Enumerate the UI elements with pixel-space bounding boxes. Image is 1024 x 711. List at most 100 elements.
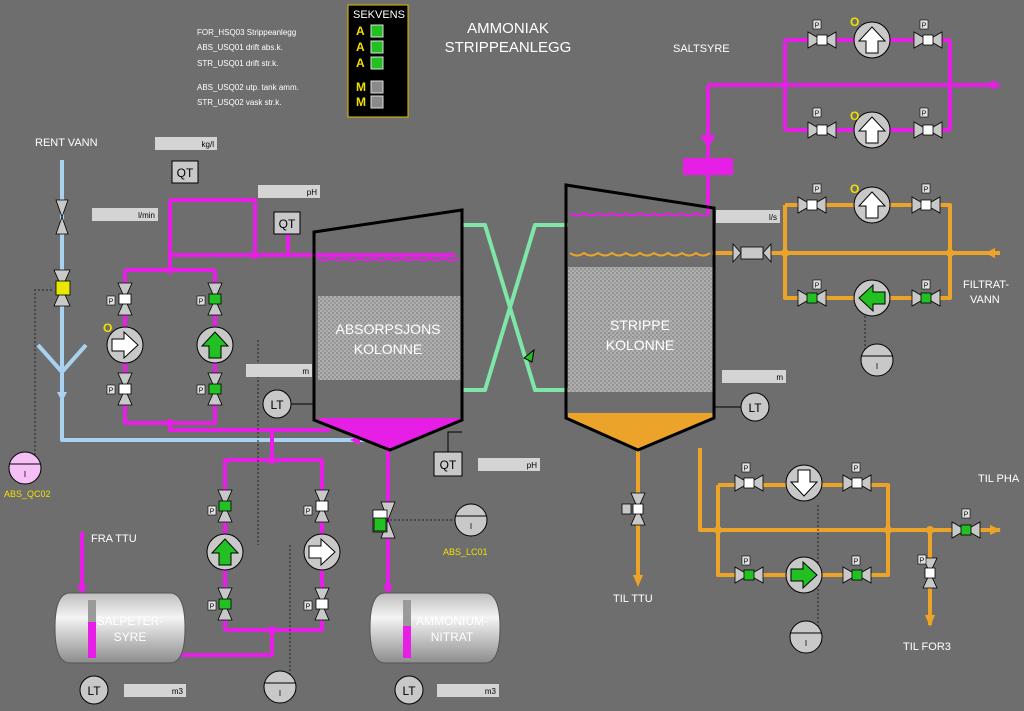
stripping-column[interactable]: STRIPPE KOLONNE (564, 183, 716, 452)
valve-saltsyre-2b[interactable] (913, 121, 943, 139)
valve-pump2-bottom[interactable] (207, 372, 223, 406)
readout-ph-bottom[interactable]: pH (478, 458, 540, 471)
valve-saltsyre-1a[interactable] (807, 31, 837, 49)
readout-ph-top[interactable]: pH (258, 185, 320, 198)
valve-pump1-bottom[interactable] (117, 372, 133, 406)
valve-pump1-top[interactable] (117, 282, 133, 316)
p-marker-box[interactable] (196, 384, 206, 395)
absorption-column[interactable]: ABSORPSJONS KOLONNE (312, 208, 464, 452)
pump-salpeter-2[interactable] (303, 533, 341, 571)
p-marker-box[interactable] (921, 183, 931, 194)
pump-abs-2[interactable] (196, 326, 234, 364)
readout-tank-ammonium[interactable]: m3 (437, 684, 499, 697)
readout-flow-str[interactable]: l/s (716, 210, 780, 223)
controller-filtrat[interactable]: I (860, 343, 894, 377)
sequence-status-indicator[interactable] (370, 80, 384, 94)
p-marker-box[interactable] (812, 19, 822, 30)
p-marker-box[interactable] (919, 19, 929, 30)
pump-saltsyre-2[interactable] (853, 111, 891, 149)
label-til-ttu: TIL TTU (613, 593, 653, 605)
p-marker-box[interactable] (851, 462, 861, 473)
qt-ph-bottom[interactable]: QT (433, 431, 463, 477)
water-control-valve[interactable] (53, 269, 71, 307)
p-marker-box[interactable] (741, 462, 751, 473)
valve-til-for3[interactable] (922, 557, 938, 589)
water-valve[interactable] (55, 199, 69, 235)
valves[interactable] (53, 31, 981, 621)
p-marker-box[interactable] (207, 505, 217, 516)
valve-saltsyre-1b[interactable] (913, 31, 943, 49)
p-marker-box[interactable] (921, 279, 931, 290)
sequence-status-indicator[interactable] (370, 95, 384, 109)
acid-distributor[interactable] (683, 158, 733, 175)
p-marker-box[interactable] (961, 508, 971, 519)
filtrat-flow-meter[interactable] (732, 242, 772, 264)
valve-filtrat-2a[interactable] (797, 289, 827, 307)
valve-filtrat-1a[interactable] (797, 196, 827, 214)
qt-ph-top[interactable]: QT (273, 211, 301, 235)
p-marker-box[interactable] (917, 554, 927, 565)
readout-density[interactable]: kg/l (155, 137, 217, 150)
valve-til-ttu[interactable] (621, 492, 646, 526)
readout-level-str[interactable]: m (722, 370, 786, 383)
readout-level-abs[interactable]: m (246, 364, 312, 377)
abs-column-label: KOLONNE (354, 341, 422, 357)
p-marker-box[interactable] (196, 295, 206, 306)
pump-saltsyre-1[interactable] (853, 21, 891, 59)
lt-salpeter[interactable]: LT (79, 675, 109, 705)
p-marker-box[interactable] (812, 107, 822, 118)
level-control-valve[interactable] (372, 501, 396, 539)
readout-unit: pH (307, 188, 317, 197)
instruments[interactable]: QT QT QT LT LT LT LT (8, 160, 894, 705)
pump-abs-1[interactable] (106, 326, 144, 364)
pump-salpeter-1[interactable] (206, 533, 244, 571)
p-marker-box[interactable] (303, 505, 313, 516)
pump-pha-2[interactable] (785, 556, 823, 594)
valve-pha-2a[interactable] (734, 566, 764, 584)
pump-filtrat-1[interactable] (853, 186, 891, 224)
tank-salpetersyre[interactable]: SALPETER- SYRE (54, 592, 186, 664)
valve-pump2-top[interactable] (207, 282, 223, 316)
p-marker-box[interactable] (106, 295, 116, 306)
p-marker-label: P (922, 111, 927, 118)
valve-saltsyre-2a[interactable] (807, 121, 837, 139)
sequence-status-indicator[interactable] (370, 40, 384, 54)
controller-abs-lc01[interactable]: I (454, 503, 488, 537)
p-marker-box[interactable] (919, 107, 929, 118)
lt-str[interactable]: LT (714, 392, 770, 422)
controller-bottom[interactable]: I (263, 670, 297, 704)
readout-tank-salpeter[interactable]: m3 (124, 684, 186, 697)
p-marker-box[interactable] (812, 279, 822, 290)
p-marker-box[interactable] (741, 555, 751, 566)
valve-pump4-top[interactable] (314, 489, 330, 523)
sequence-status-indicator[interactable] (370, 56, 384, 70)
pump-pha-1[interactable] (785, 464, 823, 502)
p-marker-box[interactable] (812, 183, 822, 194)
valve-pha-1a[interactable] (734, 474, 764, 492)
valve-filtrat-1b[interactable] (911, 196, 941, 214)
valve-pump4-bottom[interactable] (314, 587, 330, 621)
valve-til-pha[interactable] (951, 521, 981, 539)
pump-filtrat-2[interactable] (853, 279, 891, 317)
valve-pump3-bottom[interactable] (217, 587, 233, 621)
lt-ammonium[interactable]: LT (394, 675, 424, 705)
pumps[interactable] (106, 21, 891, 594)
lt-abs[interactable]: LT (262, 389, 314, 419)
valve-filtrat-2b[interactable] (911, 289, 941, 307)
readout-flow-rent[interactable]: l/min (92, 208, 158, 221)
controller-abs-qc02[interactable]: I (8, 451, 42, 485)
readouts[interactable]: kg/l pH l/min m pH l/s m m3 (92, 137, 786, 697)
qt-density[interactable]: QT (171, 160, 199, 184)
valve-pump3-top[interactable] (217, 489, 233, 523)
p-marker-box[interactable] (851, 555, 861, 566)
junctions (166, 249, 954, 634)
valve-pha-1b[interactable] (842, 474, 872, 492)
valve-pha-2b[interactable] (842, 566, 872, 584)
p-marker-box[interactable] (207, 600, 217, 611)
controller-pha[interactable]: I (789, 620, 823, 654)
tank-ammoniumnitrat[interactable]: AMMONIUM- NITRAT (369, 592, 501, 664)
p-marker-box[interactable] (106, 384, 116, 395)
sequence-status-indicator[interactable] (370, 24, 384, 38)
p-marker-box[interactable] (303, 600, 313, 611)
